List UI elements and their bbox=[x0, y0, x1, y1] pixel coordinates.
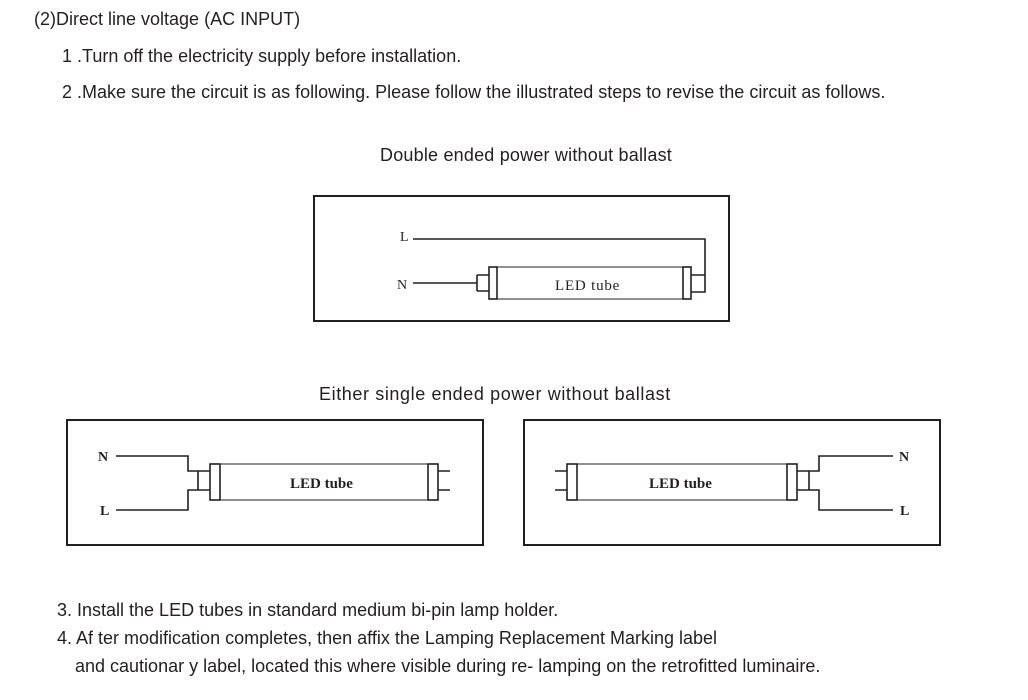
right-l-wire bbox=[809, 489, 893, 511]
left-end-cap bbox=[209, 463, 221, 501]
right-end-pins bbox=[438, 470, 450, 491]
left-n-wire bbox=[116, 455, 198, 472]
right-n-wire bbox=[809, 455, 893, 472]
right-end-cap bbox=[786, 463, 798, 501]
single-left-tube-label: LED tube bbox=[290, 476, 353, 492]
double-ended-wiring bbox=[413, 238, 706, 300]
step-1: 1 .Turn off the electricity supply befor… bbox=[62, 46, 462, 66]
double-ended-caption: Double ended power without ballast bbox=[380, 145, 672, 165]
left-end-cap bbox=[488, 266, 498, 300]
single-ended-left-diagram: N L LED tube bbox=[66, 419, 484, 546]
l-wire bbox=[413, 238, 706, 293]
step-2: 2 .Make sure the circuit is as following… bbox=[62, 82, 886, 102]
single-ended-caption: Either single ended power without ballas… bbox=[319, 384, 671, 404]
left-end-pins bbox=[197, 470, 210, 491]
right-end-pins bbox=[797, 470, 810, 491]
double-ended-diagram: L N LED tube bbox=[313, 195, 730, 322]
right-end-cap bbox=[682, 266, 692, 300]
double-label-n: N bbox=[397, 278, 408, 293]
double-tube-label: LED tube bbox=[555, 278, 621, 294]
single-right-label-l: L bbox=[900, 504, 910, 519]
right-end-cap bbox=[427, 463, 439, 501]
step-4-line-1: 4. Af ter modification completes, then a… bbox=[57, 628, 718, 648]
single-left-label-n: N bbox=[98, 450, 109, 465]
single-ended-right-diagram: N L LED tube bbox=[523, 419, 941, 546]
left-l-wire bbox=[116, 489, 198, 511]
right-pins bbox=[691, 274, 705, 293]
left-end-cap bbox=[566, 463, 578, 501]
step-3: 3. Install the LED tubes in standard med… bbox=[57, 600, 559, 620]
single-right-tube-label: LED tube bbox=[649, 476, 712, 492]
section-heading: (2)Direct line voltage (AC INPUT) bbox=[34, 9, 301, 29]
left-pins bbox=[476, 274, 489, 292]
single-right-wiring bbox=[555, 455, 893, 511]
single-left-wiring bbox=[116, 455, 450, 511]
right-left-pins bbox=[555, 470, 567, 491]
single-left-label-l: L bbox=[100, 504, 110, 519]
step-4-line-2: and cautionar y label, located this wher… bbox=[75, 656, 821, 676]
single-right-label-n: N bbox=[899, 450, 910, 465]
double-label-l: L bbox=[400, 230, 409, 245]
